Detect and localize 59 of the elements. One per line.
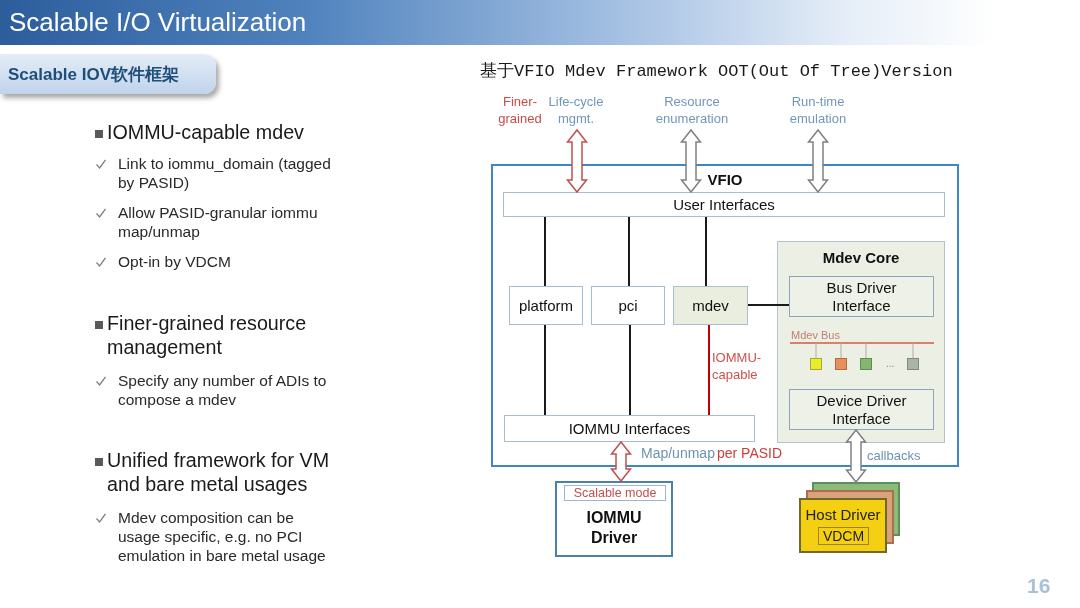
heading-text: 基于VFIO Mdev Framework OOT(Out Of Tree)Version: [480, 61, 953, 83]
module-box: [509, 286, 583, 325]
bullet-text: Allow PASID-granular iommu map/unmap: [118, 203, 319, 241]
annotation-text: Map/unmap: [641, 445, 715, 462]
bus-label: Mdev Bus: [791, 329, 840, 342]
bullet-heading: Finer-grained resource management: [107, 311, 308, 359]
interface-label: Device Driver Interface: [815, 391, 908, 428]
connector-line: [708, 324, 710, 416]
double-arrow: [679, 128, 703, 194]
module-label: IOMMU Interfaces: [568, 419, 691, 438]
bullet-text: Mdev composition can be usage specific, e.g. no PCI emulation in bare metal usage: [118, 508, 327, 565]
driver-label: IOMMU Driver: [585, 508, 643, 548]
annotation-text: Run-time emulation: [779, 93, 857, 130]
card-label: Host Driver: [805, 506, 881, 524]
double-arrow: [844, 428, 868, 484]
connector-line: [544, 216, 546, 287]
panel-title: Mdev Core: [822, 249, 900, 267]
side-note: Finer-grained: [497, 93, 543, 127]
page-number: 16: [1027, 574, 1051, 598]
frame-title: VFIO: [707, 171, 743, 189]
double-arrow: [806, 128, 830, 194]
interface-box: [789, 389, 934, 430]
core-panel: [777, 241, 945, 443]
mode-tag: [564, 485, 666, 501]
interface-box: [789, 276, 934, 317]
slide-title: Scalable I/O Virtualization: [9, 7, 307, 37]
bullet-heading: IOMMU-capable mdev: [107, 120, 305, 144]
host-driver-card-stack: [799, 482, 900, 553]
ellipsis-text: ...: [886, 359, 895, 369]
mode-label: Scalable mode: [573, 486, 657, 500]
bullet-text: Opt-in by VDCM: [118, 252, 232, 271]
module-label: User Interfaces: [673, 195, 775, 214]
module-box: [504, 415, 755, 442]
module-label: platform: [518, 296, 574, 315]
annotation-text: Life-cycle mgmt.: [544, 93, 608, 130]
framework-frame: [491, 164, 959, 467]
module-box: [591, 286, 665, 325]
annotation-text: per PASID: [717, 445, 783, 462]
vdcm-box: [818, 527, 869, 545]
module-label: mdev: [692, 296, 729, 315]
tab-label: Scalable IOV软件框架: [8, 63, 179, 86]
bullet-heading: Unified framework for VM and bare metal usages: [107, 448, 331, 496]
bullet-text: Link to iommu_domain (tagged by PASID): [118, 154, 332, 192]
section-tab: [0, 54, 216, 94]
connector-line: [628, 216, 630, 287]
interface-label: Bus Driver Interface: [825, 278, 898, 315]
connector-line: [747, 304, 790, 306]
connector-line: [544, 324, 546, 416]
connector-line: [705, 216, 707, 287]
double-arrow: [609, 440, 633, 483]
vdcm-label: VDCM: [822, 528, 865, 544]
module-box: [673, 286, 748, 325]
module-label: pci: [618, 296, 638, 315]
module-box: [503, 192, 945, 217]
bullet-text: Specify any number of ADIs to compose a mdev: [118, 371, 328, 409]
driver-box: [555, 481, 673, 557]
connector-line: [629, 324, 631, 416]
double-arrow: [565, 128, 589, 194]
annotation-text: Resource enumeration: [646, 93, 738, 130]
